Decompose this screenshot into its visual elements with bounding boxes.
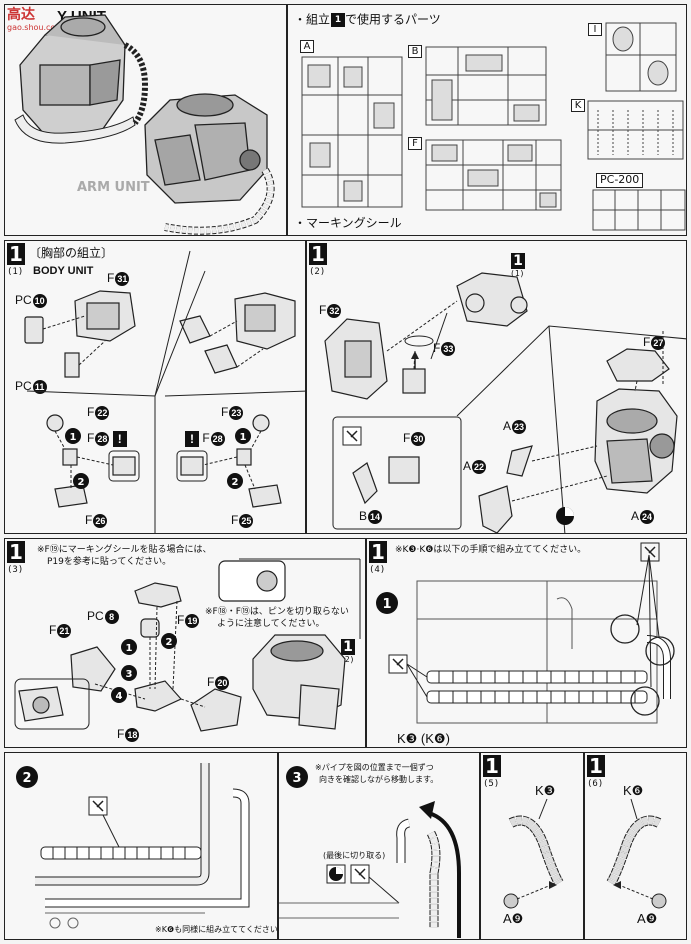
- step-title: 〔胸部の組立〕: [29, 246, 114, 260]
- step-1-3-panel: 1 (3) ※F⑲にマーキングシールを貼る場合には、 P19を参考に貼ってくださ…: [4, 538, 366, 748]
- cut-last-label: (最後に切り取る): [323, 851, 386, 860]
- reference-step-number: 1: [341, 639, 355, 655]
- step-number: 1: [7, 243, 25, 265]
- svg-text:2: 2: [232, 477, 239, 488]
- svg-text:1: 1: [126, 643, 133, 654]
- step-sub: (2): [309, 267, 326, 277]
- step-2-diagram: 2: [16, 763, 250, 929]
- step-3-panel: ※パイプを図の位置まで一個ずつ 向きを確認しながら移動します。 (最後に切り取る…: [278, 752, 480, 940]
- runner-k-label: K: [571, 99, 585, 112]
- part-label-a9: A❾: [503, 911, 524, 926]
- marking-sticker-label: ・マーキングシール: [294, 216, 402, 230]
- step-2-panel: ※K❻も同様に組み立ててください。 2: [4, 752, 278, 940]
- step-1-5-diagram: [503, 798, 564, 909]
- step-sub: (4): [369, 565, 386, 575]
- step-number: 1: [7, 541, 25, 563]
- runner-sprues: [301, 22, 686, 231]
- runner-f-label: F: [408, 137, 422, 150]
- step-number: 1: [483, 755, 501, 777]
- runner-a-label: A: [300, 40, 314, 53]
- runner-i-label: I: [588, 23, 602, 36]
- step-1-6-diagram: [606, 798, 667, 909]
- note-pin-2: ように注意してください。: [217, 619, 325, 629]
- step-note: ※K❸·K❻は以下の手順で組み立ててください。: [395, 545, 587, 555]
- svg-text:1: 1: [382, 597, 391, 612]
- part-label-k3-k6: K❸ (K❻): [397, 731, 450, 746]
- logo-url: gao.shou.com: [7, 23, 64, 32]
- note-sticker-1: ※F⑲にマーキングシールを貼る場合には、: [37, 545, 212, 555]
- part-label-k3: K❸: [535, 783, 556, 798]
- part-label-k6: K❻: [623, 783, 644, 798]
- svg-text:2: 2: [22, 771, 31, 786]
- step-number: 1: [369, 541, 387, 563]
- svg-text:1: 1: [240, 432, 247, 443]
- svg-text:3: 3: [126, 669, 133, 680]
- pc-200-label: PC-200: [596, 173, 644, 188]
- step-sub: (5): [483, 779, 500, 789]
- part-label-a9: A❾: [637, 911, 658, 926]
- svg-text:1: 1: [70, 432, 77, 443]
- step-1-4-panel: 1 (4) ※K❸·K❻は以下の手順で組み立ててください。 K❸ (K❻): [366, 538, 687, 748]
- step-1-6-panel: 1 (6) K❻ A❾: [584, 752, 687, 940]
- step-subtitle: BODY UNIT: [33, 265, 94, 277]
- note-move-2: 向きを確認しながら移動します。: [319, 775, 439, 784]
- arm-unit-label: ARM UNIT: [77, 180, 150, 195]
- reference-step-sub: (2): [340, 655, 355, 664]
- note-move-1: ※パイプを図の位置まで一個ずつ: [315, 763, 434, 772]
- reference-step-sub: (1): [510, 269, 525, 278]
- note-pin-1: ※F⑱・F⑲は、ピンを切り取らない: [205, 607, 349, 617]
- step-sub: (3): [7, 565, 24, 575]
- step-sub: (6): [587, 779, 604, 789]
- step-note: ※K❻も同様に組み立ててください。: [155, 925, 278, 934]
- logo-text: 高达: [7, 7, 35, 23]
- header-panel: 高达 gao.shou.com Y UNIT ARM UNIT: [4, 4, 287, 236]
- note-sticker-2: P19を参考に貼ってください。: [47, 557, 172, 567]
- svg-text:2: 2: [78, 477, 85, 488]
- step-1-3-diagram: 1 2 34: [14, 558, 361, 732]
- body-unit-illustration: [14, 14, 275, 235]
- step-sub: (1): [7, 267, 24, 277]
- step-1-5-panel: 1 (5) K❸ A❾: [480, 752, 584, 940]
- svg-text:3: 3: [292, 771, 301, 786]
- svg-text:4: 4: [116, 691, 123, 702]
- reference-step-number: 1: [511, 253, 525, 269]
- step-1-2-diagram: [324, 272, 686, 533]
- step-1-4-diagram: 1: [376, 542, 675, 724]
- step-number: 1: [309, 243, 327, 265]
- step-1-1-diagram: 1 2 1 2: [24, 250, 305, 533]
- runner-b-label: B: [408, 45, 422, 58]
- step-number: 1: [587, 755, 605, 777]
- svg-text:2: 2: [166, 637, 173, 648]
- step-3-diagram: 3: [279, 766, 461, 938]
